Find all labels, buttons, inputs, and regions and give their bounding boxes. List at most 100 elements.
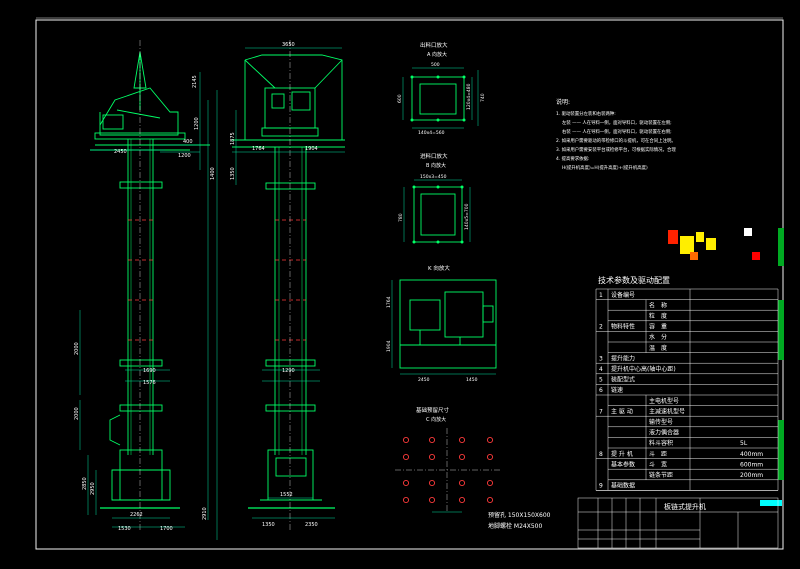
param-label: 提升能力: [611, 354, 635, 362]
dim-1700: 1700: [160, 526, 173, 532]
param-sub: 斗 距: [649, 451, 667, 458]
param-value: 600mm: [740, 461, 763, 468]
param-no: 4: [599, 366, 603, 373]
title-block: [577, 497, 779, 549]
param-label: 链速: [611, 386, 623, 394]
dim-2000-lower: 2000: [74, 407, 80, 420]
param-value: 400mm: [740, 451, 763, 458]
svg-text:2450: 2450: [418, 377, 430, 383]
dim-2145: 2145: [192, 75, 198, 88]
outlet-detail: 出料口放大 A 向放大 500 140x4=560 600 120x4=480 …: [397, 41, 486, 136]
param-sub: 液力偶合器: [649, 429, 679, 437]
param-no: 3: [599, 355, 603, 362]
note-line-4: 2. 如采用户需要驱动的带检修口的斗提机，可在合同上注明。: [556, 137, 676, 144]
params-title: 技术参数及驱动配置: [598, 275, 670, 285]
param-label: 基础数据: [611, 482, 635, 490]
svg-text:600: 600: [397, 94, 403, 103]
inlet-detail: 进料口放大 B 向放大 150x3=450 780 140x5=700: [398, 152, 471, 244]
svg-text:780: 780: [398, 213, 404, 222]
svg-text:1764: 1764: [386, 296, 392, 308]
param-label: 提升机中心高(轴中心距): [611, 365, 676, 373]
dim-2350: 2350: [305, 522, 318, 528]
dim-2262: 2262: [130, 512, 143, 518]
dim-1904: 1904: [305, 146, 318, 152]
param-label: 设备编号: [611, 291, 635, 299]
param-label: 提 升 机: [611, 450, 633, 458]
middle-elevator-view: [232, 54, 345, 509]
dim-1350: 1350: [262, 522, 275, 528]
note-line-1: 1. 驱动装置分左装和右装两种:: [556, 110, 616, 117]
dim-1200-v: 1200: [194, 117, 200, 130]
param-sub: 输传型号: [649, 418, 673, 426]
color-marks: [668, 228, 784, 506]
param-no: 5: [599, 377, 603, 384]
notes-heading: 说明:: [556, 98, 570, 106]
k-view-title: K 向放大: [428, 264, 450, 272]
drawing-name: 板链式提升机: [664, 502, 706, 511]
param-value: 5L: [740, 440, 748, 447]
svg-text:1450: 1450: [466, 377, 478, 383]
dim-1690: 1690: [143, 368, 156, 374]
param-value: 200mm: [740, 472, 763, 479]
dim-3650: 3650: [282, 42, 295, 48]
dim-2000-upper: 2000: [74, 342, 80, 355]
svg-text:140x5=700: 140x5=700: [464, 203, 470, 230]
outlet-title: 出料口放大: [420, 41, 448, 49]
dim-2450-left: 2450: [114, 149, 127, 155]
param-sub: 链条节距: [649, 471, 673, 479]
middle-column-joints: [275, 219, 306, 341]
param-label: 装配型式: [611, 376, 635, 384]
param-sub: 温 度: [649, 344, 667, 352]
param-no: 7: [599, 408, 603, 415]
note-line-3: 右装 —— 人在导料一侧，面对导料口，驱动装置在右侧;: [562, 128, 672, 135]
inlet-subtitle: B 向放大: [426, 162, 446, 169]
base-title: 基础预留尺寸: [416, 406, 450, 414]
note-line-6: 4. 提高要求依据:: [556, 155, 589, 162]
dim-1530: 1530: [118, 526, 131, 532]
bolt-label: 地脚螺栓 M24X500: [488, 522, 542, 530]
dim-1875: 1875: [230, 132, 236, 145]
param-sub: 主电机型号: [649, 397, 679, 405]
dim-1400-v: 1400: [210, 167, 216, 180]
dim-2850: 2850: [82, 477, 88, 490]
dim-2910: 2910: [202, 507, 208, 520]
param-label: 主 驱 动: [611, 407, 633, 415]
outer-frame: [35, 19, 784, 550]
middle-dimension-lines: [232, 47, 345, 519]
dim-400: 400: [183, 139, 193, 145]
note-line-7: H(提升机高度)=H(提升高度)+(提升机高度): [562, 164, 648, 171]
hole-label: 预留孔 150X150X600: [488, 511, 551, 519]
param-no: 1: [599, 292, 603, 299]
outlet-subtitle: A 向放大: [427, 51, 447, 58]
base-subtitle: C 向放大: [426, 416, 446, 423]
param-sub: 名 称: [649, 301, 667, 309]
param-no: 2: [599, 324, 603, 331]
dim-1200: 1200: [178, 153, 191, 159]
dim-1764: 1764: [252, 146, 265, 152]
param-sub: 斗 宽: [649, 460, 667, 468]
note-line-5: 3. 如采用户需要安装平台或检修平台，可根据实际情况，合理: [556, 146, 676, 153]
param-sub: 主减速机型号: [649, 407, 685, 415]
param-no: 6: [599, 387, 603, 394]
svg-text:150x3=450: 150x3=450: [420, 174, 447, 180]
param-no: 8: [599, 451, 603, 458]
base-holes-detail: 基础预留尺寸 C 向放大 预留孔 150X150X600 地脚螺栓 M24X50…: [395, 406, 551, 530]
dim-1290: 1290: [282, 368, 295, 374]
dim-2950: 2950: [90, 482, 96, 495]
dim-1576: 1576: [143, 380, 156, 386]
param-sub: 料斗容积: [649, 439, 673, 447]
param-label: 物料特性: [611, 323, 635, 331]
param-no: 9: [599, 483, 603, 490]
notes-block: 说明: 1. 驱动装置分左装和右装两种: 左装 —— 人在导料一侧，面对导料口，…: [556, 98, 676, 171]
svg-text:140x4=560: 140x4=560: [418, 130, 445, 136]
inlet-title: 进料口放大: [420, 152, 448, 160]
middle-dimension-texts: 3650 1764 1904 1875 1350 1290 1552 1350 …: [210, 42, 318, 528]
svg-text:120x4=480: 120x4=480: [466, 83, 472, 110]
param-label: 基本参数: [611, 460, 635, 468]
svg-text:1904: 1904: [386, 340, 392, 352]
left-dimension-lines: [79, 72, 218, 540]
param-sub: 容 重: [649, 323, 667, 331]
